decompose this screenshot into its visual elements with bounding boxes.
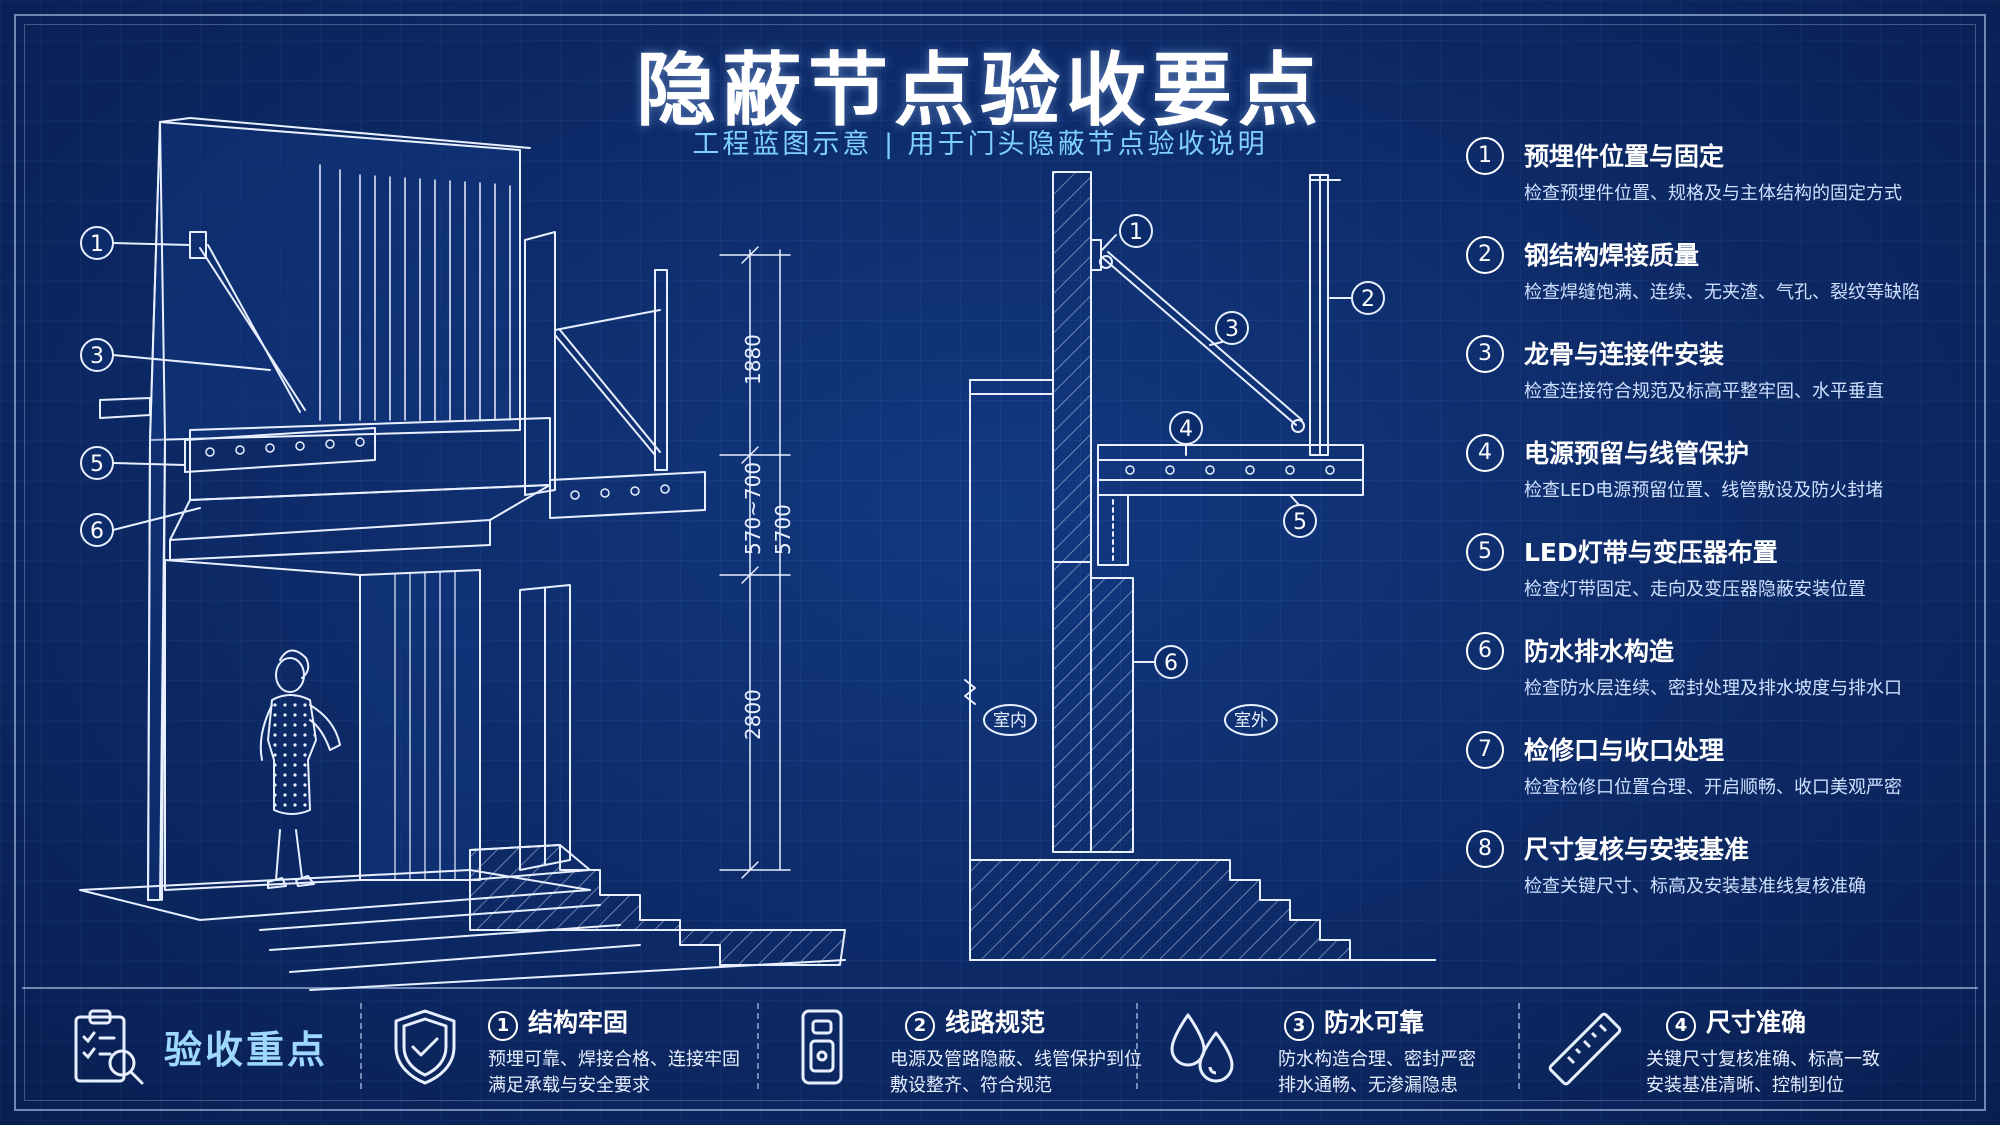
item-number: 6 — [1466, 632, 1504, 670]
point-number: 3 — [1284, 1011, 1314, 1041]
item-title: 检修口与收口处理 — [1524, 736, 1725, 765]
point-title: 结构牢固 — [528, 1008, 629, 1037]
item-desc: 检查关键尺寸、标高及安装基准线复核准确 — [1524, 876, 1866, 897]
point-title: 防水可靠 — [1324, 1008, 1425, 1037]
storefront-perspective — [79, 117, 846, 991]
divider — [1518, 1003, 1520, 1089]
dimension-lines — [719, 246, 791, 879]
item-number: 3 — [1466, 335, 1504, 373]
item-title: 防水排水构造 — [1524, 637, 1675, 666]
section-callout-2: 2 — [1361, 287, 1375, 312]
section-callout-numbers: 1 2 3 4 5 6 — [1129, 220, 1375, 676]
divider — [757, 1003, 759, 1089]
left-callout-3: 3 — [90, 344, 104, 369]
item-title: LED灯带与变压器布置 — [1524, 538, 1778, 567]
person-figure — [259, 649, 341, 889]
item-number: 1 — [1466, 137, 1504, 175]
item-desc: 检查LED电源预留位置、线管敷设及防火封堵 — [1524, 480, 1884, 501]
point-title: 线路规范 — [945, 1008, 1046, 1037]
point-line: 排水通畅、无渗漏隐患 — [1278, 1075, 1458, 1096]
ruler-icon — [1548, 1012, 1622, 1086]
key-point-structure: 1 结构牢固 预埋可靠、焊接合格、连接牢固 满足承载与安全要求 — [360, 989, 740, 1103]
section-callout-1: 1 — [1129, 220, 1143, 245]
point-title: 尺寸准确 — [1706, 1008, 1807, 1037]
key-point-wiring: 2 线路规范 电源及管路隐蔽、线管保护到位 敷设整齐、符合规范 — [757, 989, 1142, 1103]
section-callout-4: 4 — [1179, 417, 1193, 442]
section-room-labels: 室内 室外 — [993, 711, 1268, 731]
point-line: 敷设整齐、符合规范 — [890, 1075, 1052, 1096]
item-number: 4 — [1466, 434, 1504, 472]
section-callout-3: 3 — [1225, 317, 1239, 342]
item-title: 龙骨与连接件安装 — [1524, 340, 1725, 369]
clipboard-search-icon — [74, 1009, 144, 1085]
checklist-item: 3 龙骨与连接件安装 检查连接符合规范及标高平整牢固、水平垂直 — [1466, 333, 1986, 432]
outer-frame — [14, 14, 1986, 1111]
left-callout-5: 5 — [90, 452, 104, 477]
checklist-item: 2 钢结构焊接质量 检查焊缝饱满、连续、无夹渣、气孔、裂纹等缺陷 — [1466, 234, 1986, 333]
label-indoor: 室内 — [993, 711, 1027, 731]
key-points-label: 验收重点 — [164, 1028, 329, 1072]
point-line: 电源及管路隐蔽、线管保护到位 — [890, 1049, 1142, 1070]
divider — [1136, 1003, 1138, 1089]
key-point-waterproof: 3 防水可靠 防水构造合理、密封严密 排水通畅、无渗漏隐患 — [1136, 989, 1516, 1103]
point-number: 4 — [1666, 1011, 1696, 1041]
shield-check-icon — [394, 1009, 456, 1085]
inner-frame — [24, 24, 1976, 1101]
section-drawing — [964, 171, 1436, 961]
point-line: 防水构造合理、密封严密 — [1278, 1049, 1476, 1070]
section-callout-6: 6 — [1164, 651, 1178, 676]
item-title: 预埋件位置与固定 — [1524, 142, 1725, 171]
left-callouts — [80, 226, 271, 547]
item-desc: 检查连接符合规范及标高平整牢固、水平垂直 — [1524, 381, 1884, 402]
page-title: 隐蔽节点验收要点 — [636, 44, 1324, 137]
label-outdoor: 室外 — [1234, 711, 1268, 731]
item-number: 7 — [1466, 731, 1504, 769]
item-desc: 检查防水层连续、密封处理及排水坡度与排水口 — [1524, 678, 1902, 699]
left-callout-1: 1 — [90, 232, 104, 257]
dim-570-700: 570~700 — [741, 462, 765, 555]
item-desc: 检查灯带固定、走向及变压器隐蔽安装位置 — [1524, 579, 1866, 600]
item-number: 5 — [1466, 533, 1504, 571]
dim-5700: 5700 — [771, 504, 795, 555]
water-drops-icon — [1170, 1013, 1234, 1083]
section-callouts — [1101, 214, 1385, 679]
item-title: 钢结构焊接质量 — [1524, 241, 1700, 270]
point-number: 2 — [905, 1011, 935, 1041]
left-callout-6: 6 — [90, 519, 104, 544]
point-line: 满足承载与安全要求 — [488, 1075, 650, 1096]
checklist-item: 5 LED灯带与变压器布置 检查灯带固定、走向及变压器隐蔽安装位置 — [1466, 531, 1986, 630]
page-subtitle: 工程蓝图示意 | 用于门头隐蔽节点验收说明 — [692, 129, 1268, 160]
item-title: 尺寸复核与安装基准 — [1524, 835, 1750, 864]
point-number: 1 — [488, 1011, 518, 1041]
item-title: 电源预留与线管保护 — [1524, 439, 1750, 468]
socket-icon — [801, 1009, 843, 1085]
point-line: 关键尺寸复核准确、标高一致 — [1646, 1049, 1880, 1070]
item-desc: 检查检修口位置合理、开启顺畅、收口美观严密 — [1524, 777, 1902, 798]
dimension-labels: 1880 570~700 5700 2800 — [741, 334, 795, 740]
item-desc: 检查预埋件位置、规格及与主体结构的固定方式 — [1524, 183, 1902, 204]
checklist-item: 4 电源预留与线管保护 检查LED电源预留位置、线管敷设及防火封堵 — [1466, 432, 1986, 531]
point-line: 安装基准清晰、控制到位 — [1646, 1075, 1844, 1096]
key-point-dimension: 4 尺寸准确 关键尺寸复核准确、标高一致 安装基准清晰、控制到位 — [1518, 989, 1958, 1103]
dim-1880: 1880 — [741, 334, 765, 385]
dim-2800: 2800 — [741, 689, 765, 740]
item-desc: 检查焊缝饱满、连续、无夹渣、气孔、裂纹等缺陷 — [1524, 282, 1920, 303]
checklist-item: 8 尺寸复核与安装基准 检查关键尺寸、标高及安装基准线复核准确 — [1466, 828, 1986, 927]
section-callout-5: 5 — [1293, 510, 1307, 535]
item-number: 2 — [1466, 236, 1504, 274]
divider — [360, 1003, 362, 1089]
point-line: 预埋可靠、焊接合格、连接牢固 — [488, 1049, 740, 1070]
checklist: 1 预埋件位置与固定 检查预埋件位置、规格及与主体结构的固定方式 2 钢结构焊接… — [1466, 135, 1986, 927]
key-points-bar: 验收重点 1 结构牢固 预埋可靠、焊接合格、连接牢固 满足承载与安全要求 2 线路规… — [22, 987, 1978, 1103]
checklist-item: 1 预埋件位置与固定 检查预埋件位置、规格及与主体结构的固定方式 — [1466, 135, 1986, 234]
checklist-item: 6 防水排水构造 检查防水层连续、密封处理及排水坡度与排水口 — [1466, 630, 1986, 729]
item-number: 8 — [1466, 830, 1504, 868]
checklist-item: 7 检修口与收口处理 检查检修口位置合理、开启顺畅、收口美观严密 — [1466, 729, 1986, 828]
left-callout-numbers: 1 3 5 6 — [90, 232, 104, 544]
